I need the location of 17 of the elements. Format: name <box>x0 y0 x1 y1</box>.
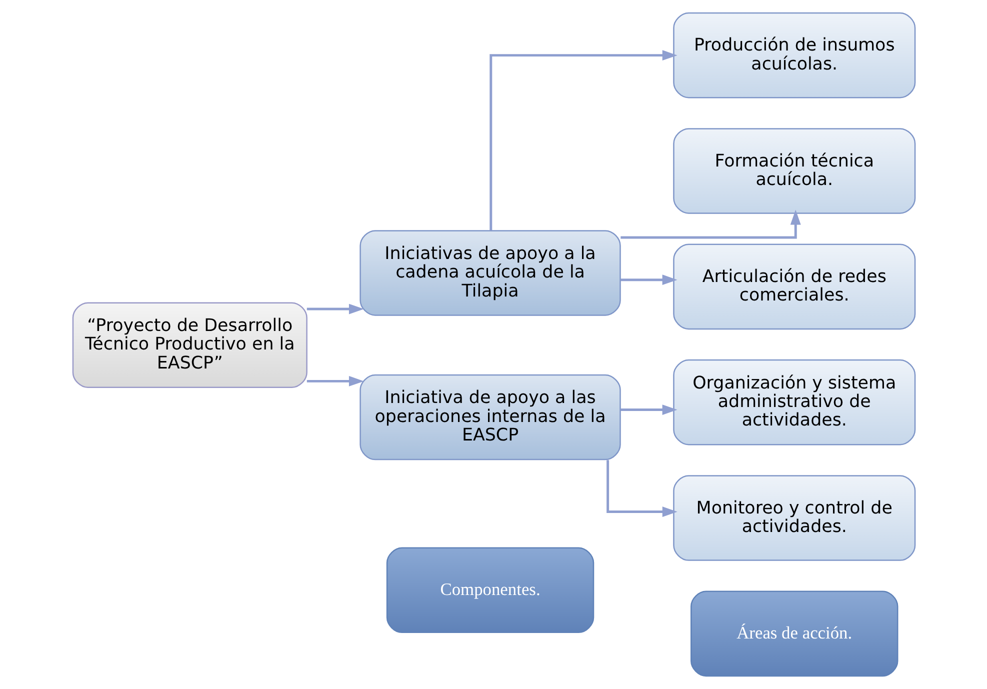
node-box: Producción de insumos acuícolas. <box>672 12 916 98</box>
arrow <box>489 50 677 230</box>
arrow <box>620 210 800 239</box>
node-box: Articulación de redes comerciales. <box>672 244 916 330</box>
node-box: Formación técnica acuícola. <box>672 128 916 214</box>
node-box: Áreas de acción. <box>690 590 898 677</box>
node-box: Componentes. <box>386 547 594 634</box>
node-box: Iniciativas de apoyo a la cadena acuícola de la Tilapia <box>359 230 620 316</box>
arrow <box>306 376 364 386</box>
arrow <box>606 460 677 518</box>
node-box: “Proyecto de Desarrollo Técnico Productivo en la EASCP” <box>72 302 307 388</box>
arrow <box>620 274 677 286</box>
node-box: Monitoreo y control de actividades. <box>672 475 916 561</box>
arrow <box>620 404 677 416</box>
arrow <box>306 304 364 314</box>
node-box: Organización y sistema administrativo de actividades. <box>672 359 916 446</box>
node-box: Iniciativa de apoyo a las operaciones internas de la EASCP <box>359 374 620 460</box>
